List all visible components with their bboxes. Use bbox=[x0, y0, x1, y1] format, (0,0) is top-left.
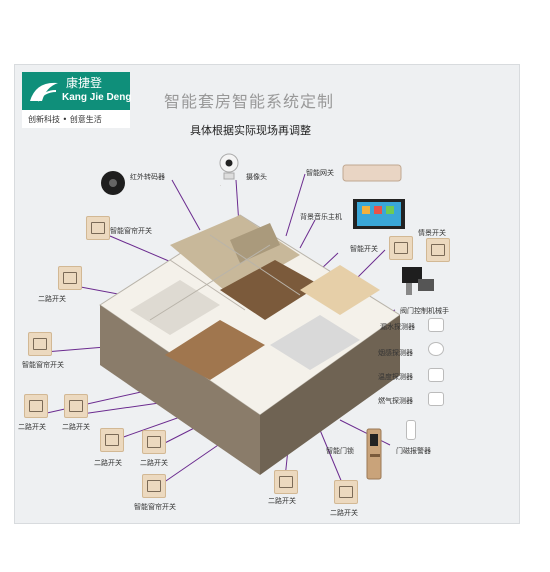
logo-slogan: 创新科技 • 创意生活 bbox=[28, 115, 102, 124]
label-curtain-a: 智能窗帘开关 bbox=[110, 227, 152, 235]
door-lock-icon bbox=[366, 428, 382, 480]
smart-switch bbox=[389, 236, 413, 260]
label-lock: 智能门锁 bbox=[326, 447, 354, 455]
label-camera: 摄像头 bbox=[246, 173, 267, 181]
two-way-switch-a bbox=[58, 266, 82, 290]
curtain-switch-c bbox=[142, 474, 166, 498]
door-sensor-icon bbox=[406, 420, 416, 440]
label-switch2-g: 二路开关 bbox=[330, 509, 358, 517]
gas-detector-icon bbox=[428, 392, 444, 406]
page-subtitle: 具体根据实际现场再调整 bbox=[190, 124, 311, 137]
gateway-icon bbox=[342, 164, 402, 182]
ir-remote-icon bbox=[101, 171, 125, 195]
two-way-switch-c bbox=[64, 394, 88, 418]
label-switch2-d: 二路开关 bbox=[94, 459, 122, 467]
music-panel-icon bbox=[353, 199, 405, 229]
house-floorplan bbox=[99, 185, 400, 475]
valve-robot-icon bbox=[402, 267, 434, 295]
leaf-logo-icon bbox=[30, 82, 58, 102]
label-smoke: 烟感探测器 bbox=[378, 349, 413, 357]
curtain-switch-a bbox=[86, 216, 110, 240]
label-door: 门磁报警器 bbox=[396, 447, 431, 455]
label-switch2-a: 二路开关 bbox=[38, 295, 66, 303]
logo-english: Kang Jie Deng bbox=[62, 92, 132, 103]
two-way-switch-d bbox=[100, 428, 124, 452]
temp-detector-icon bbox=[428, 368, 444, 382]
two-way-switch-b bbox=[24, 394, 48, 418]
label-water: 漏水探测器 bbox=[380, 323, 415, 331]
label-curtain-b: 智能窗帘开关 bbox=[22, 361, 64, 369]
curtain-switch-b bbox=[28, 332, 52, 356]
label-scene: 情景开关 bbox=[418, 229, 446, 237]
label-temp: 温度探测器 bbox=[378, 373, 413, 381]
label-gas: 燃气探测器 bbox=[378, 397, 413, 405]
two-way-switch-g bbox=[334, 480, 358, 504]
brand-logo: 康捷登 Kang Jie Deng 创新科技 • 创意生活 bbox=[22, 72, 132, 128]
camera-icon bbox=[219, 153, 239, 180]
smoke-detector-icon bbox=[428, 342, 444, 356]
label-gateway: 智能网关 bbox=[306, 169, 334, 177]
logo-chinese: 康捷登 bbox=[66, 76, 103, 90]
scene-switch bbox=[426, 238, 450, 262]
label-valve: 阀门控制机械手 bbox=[400, 307, 449, 315]
label-ir: 红外转码器 bbox=[130, 173, 165, 181]
label-switch2-f: 二路开关 bbox=[268, 497, 296, 505]
water-detector-icon bbox=[428, 318, 444, 332]
label-music: 背景音乐主机 bbox=[300, 213, 342, 221]
two-way-switch-f bbox=[274, 470, 298, 494]
label-curtain-c: 智能窗帘开关 bbox=[134, 503, 176, 511]
logo-banner: 康捷登 Kang Jie Deng bbox=[22, 72, 132, 110]
page-title: 智能套房智能系统定制 bbox=[164, 92, 335, 111]
label-smart-switch: 智能开关 bbox=[350, 245, 378, 253]
label-switch2-c: 二路开关 bbox=[62, 423, 90, 431]
label-switch2-b: 二路开关 bbox=[18, 423, 46, 431]
two-way-switch-e bbox=[142, 430, 166, 454]
label-switch2-e: 二路开关 bbox=[140, 459, 168, 467]
